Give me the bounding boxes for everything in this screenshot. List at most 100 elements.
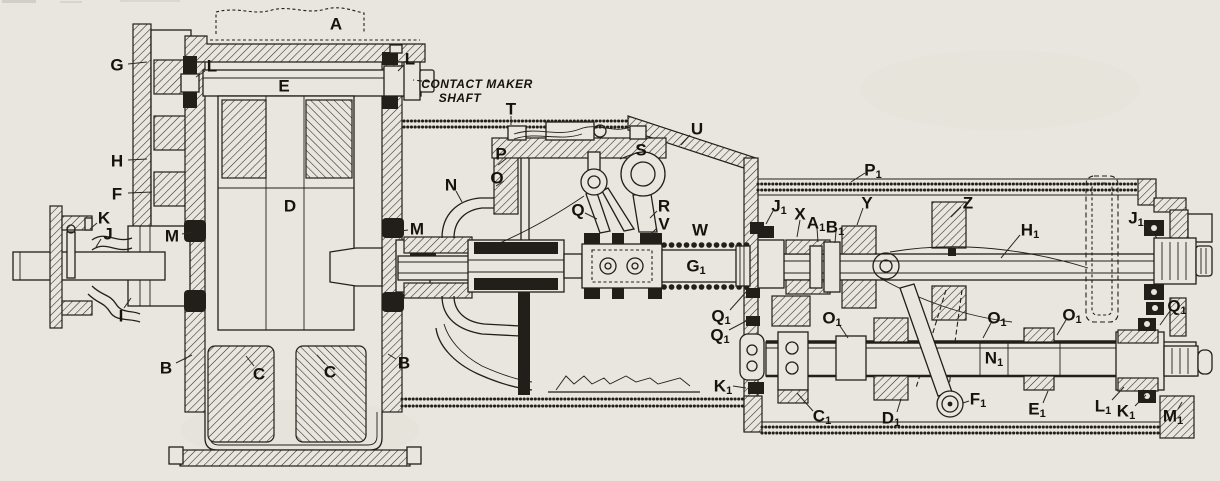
- label-leader-P1: [850, 172, 866, 183]
- pivot-ring: [580, 168, 608, 196]
- collar-O1-left: [835, 335, 867, 381]
- part-label-B-13: B: [160, 359, 172, 378]
- collar-B1: [823, 241, 841, 293]
- label-leader-K1: [1134, 394, 1147, 407]
- bearing-L1-K1: [1115, 318, 1213, 403]
- base: [179, 449, 411, 467]
- coupling-X: [757, 226, 841, 295]
- part-label-H-4: H: [111, 152, 123, 171]
- right-wall: [1137, 178, 1213, 439]
- label-leader-A1: [816, 227, 819, 243]
- part-label-B-16: B: [398, 354, 410, 373]
- magnet-block-C-left: [207, 345, 275, 443]
- label-leader-B: [175, 354, 193, 364]
- annotation-line1: CONTACT MAKER: [421, 77, 533, 91]
- label-leader-I: [123, 297, 132, 309]
- leaf-spring: [513, 126, 631, 135]
- top-bearing-L: [180, 56, 200, 108]
- part-label-M-11: M: [410, 220, 424, 239]
- label-leader-Z: [950, 206, 962, 218]
- gear-Y: [841, 225, 900, 309]
- part-label-Q-23: Q: [571, 201, 584, 220]
- contact-maker-shaft-stub: [382, 44, 435, 109]
- part-label-N-21: N: [445, 176, 457, 195]
- collar-A1: [809, 245, 823, 289]
- label-leader-J1: [765, 210, 774, 225]
- part-label-R-24: R: [658, 197, 670, 216]
- label-leader-P: [497, 157, 508, 166]
- annotation-leader: [412, 79, 431, 83]
- label-leader-R: [649, 210, 658, 219]
- part-label-T-17: T: [506, 100, 517, 119]
- gear-D1: [873, 317, 909, 401]
- part-label-S-22: S: [635, 141, 646, 160]
- part-label-X-32: X: [794, 205, 806, 224]
- flange-rim: [49, 205, 63, 329]
- annotation-line2: SHAFT: [439, 91, 483, 105]
- part-label-J-7: J: [103, 225, 112, 244]
- part-label-Z-36: Z: [963, 194, 973, 213]
- label-leader-D1: [896, 398, 902, 413]
- part-label-K-6: K: [98, 209, 111, 228]
- label-leader-Q1: [1159, 310, 1171, 326]
- label-leader-F: [127, 191, 153, 194]
- label-leader-O1: [837, 322, 849, 339]
- label-leader-H: [127, 158, 148, 161]
- label-leader-V: [649, 227, 658, 236]
- part-label-V-25: V: [658, 215, 670, 234]
- stud-K: [84, 217, 93, 231]
- part-label-P-19: P: [495, 145, 506, 164]
- part-label-G-0: G: [110, 56, 123, 75]
- label-leader-B1: [834, 230, 837, 244]
- collar-E1: [1023, 327, 1055, 391]
- label-leader-E1: [1042, 390, 1049, 404]
- part-label-L-1: L: [207, 57, 217, 76]
- label-leader-C1: [796, 392, 814, 412]
- bracket-detail: [555, 375, 691, 391]
- shaft-coupling: [467, 239, 565, 293]
- foot-M1: [1159, 395, 1195, 439]
- part-label-U-18: U: [691, 120, 703, 139]
- label-leader-M1: [1177, 401, 1183, 410]
- label-leader-C: [245, 355, 255, 367]
- part-label-O-20: O: [490, 169, 503, 188]
- pole-shoe-left: [221, 99, 267, 179]
- label-leader-J1: [1143, 222, 1158, 239]
- label-leader-O: [495, 180, 505, 187]
- cam-box: [581, 233, 663, 299]
- label-leader-C: [316, 354, 326, 365]
- armature-D: [217, 95, 355, 331]
- flange-joint: [735, 222, 765, 433]
- pole-shoe-right: [305, 99, 353, 179]
- label-leader-L: [397, 64, 405, 72]
- label-leader-X: [796, 219, 801, 238]
- label-leader-O1: [1056, 319, 1067, 336]
- label-leader-L1: [1111, 386, 1125, 401]
- label-leader-F1: [962, 400, 970, 404]
- label-leader-B: [387, 353, 397, 360]
- label-leader-Y: [856, 207, 864, 226]
- part-label-Y-35: Y: [861, 194, 873, 213]
- part-label-M-8: M: [165, 227, 179, 246]
- label-leader-U: [680, 134, 691, 146]
- breaker-cap: [491, 121, 667, 159]
- label-leader-Q1: [728, 319, 749, 331]
- sleeve-G1: [661, 249, 749, 283]
- ghost-cylinder: [1085, 175, 1119, 323]
- pipe-N: [441, 197, 521, 337]
- label-leader-K: [89, 222, 98, 230]
- contact-maker-annotation: CONTACT MAKER SHAFT: [412, 77, 533, 105]
- right-unit: [756, 175, 1213, 439]
- bevel-mesh: [872, 252, 900, 280]
- pan-curve: [435, 327, 533, 391]
- label-leader-M: [181, 231, 194, 235]
- left-unit: [12, 7, 483, 467]
- label-leader-Q: [584, 212, 598, 220]
- part-label-D-9: D: [284, 197, 296, 216]
- part-label-A-2: A: [330, 15, 342, 34]
- bearing-C1: [777, 331, 809, 404]
- part-label-C-15: C: [324, 363, 336, 382]
- part-label-F-5: F: [112, 185, 122, 204]
- eccentric-F1: [936, 390, 964, 418]
